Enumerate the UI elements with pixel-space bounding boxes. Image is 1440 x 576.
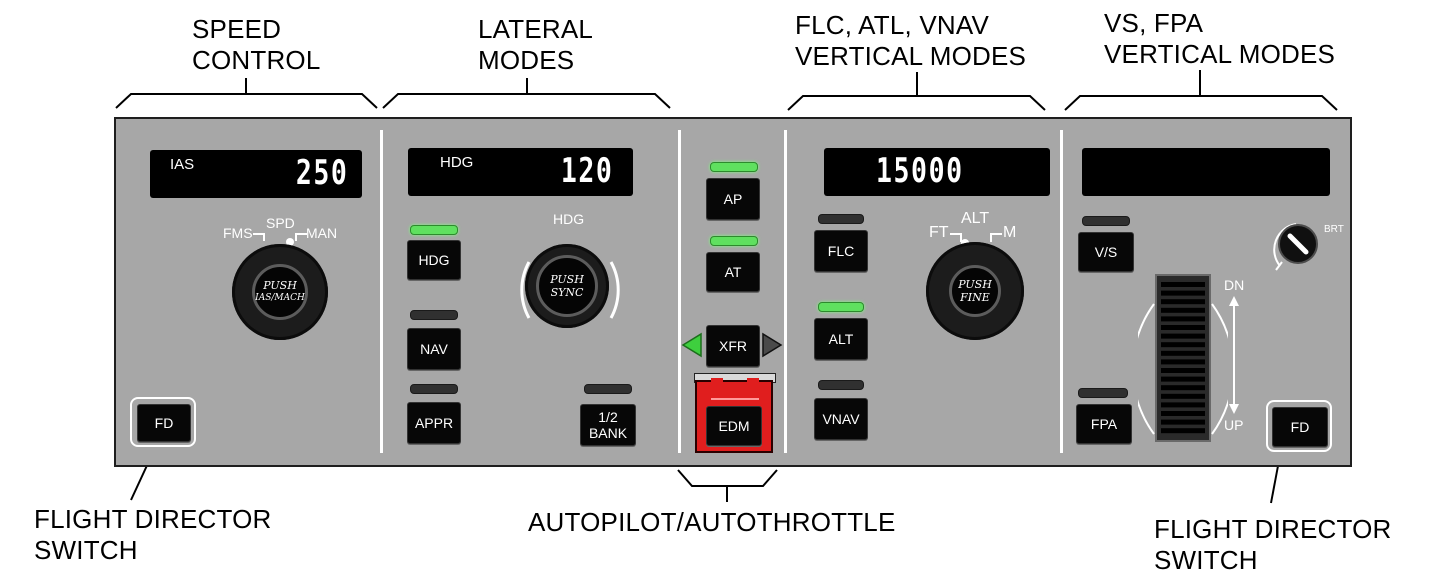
wheel-rib — [1161, 419, 1205, 425]
edm-guard-stripe — [711, 398, 759, 400]
hdg-button[interactable]: HDG — [407, 240, 461, 280]
alt-value: 15000 — [876, 151, 964, 191]
at-button[interactable]: AT — [706, 252, 760, 292]
man-label: MAN — [306, 225, 338, 241]
hdg-value: 120 — [560, 151, 613, 191]
alt-button[interactable]: ALT — [814, 318, 868, 360]
lateral-modes-callout: LATERAL MODES — [478, 14, 594, 75]
wheel-rib — [1161, 333, 1205, 339]
brt-knob-icon[interactable] — [1268, 220, 1328, 276]
wheel-rib — [1161, 393, 1205, 399]
vnav-indicator — [818, 380, 864, 390]
appr-button[interactable]: APPR — [407, 402, 461, 444]
divider-1 — [380, 130, 383, 453]
speed-bracket — [115, 93, 378, 109]
fms-label: FMS — [223, 225, 253, 241]
ap-at-callout: AUTOPILOT/AUTOTHROTTLE — [528, 507, 896, 537]
divider-3 — [784, 130, 787, 453]
edm-button[interactable]: EDM — [706, 406, 762, 446]
wheel-rib — [1161, 325, 1205, 330]
fd-right-button[interactable]: FD — [1272, 407, 1328, 447]
fd-right-callout: FLIGHT DIRECTOR SWITCH — [1154, 514, 1392, 575]
wheel-rib — [1161, 376, 1205, 382]
alt-knob-center[interactable]: PUSH FINE — [949, 265, 1001, 317]
fpa-button[interactable]: FPA — [1076, 404, 1132, 444]
vs-indicator — [1082, 216, 1130, 226]
ap-bracket — [677, 469, 778, 487]
ias-value: 250 — [295, 153, 348, 193]
wheel-dn-label: DN — [1224, 277, 1245, 293]
wheel-rib — [1161, 299, 1205, 305]
brt-label: BRT — [1324, 224, 1344, 235]
wheel-rib — [1161, 411, 1205, 416]
xfr-right-arrow-icon — [762, 332, 783, 358]
half-bank-button[interactable]: 1/2 BANK — [580, 404, 636, 446]
fd-left-button[interactable]: FD — [137, 404, 191, 442]
fd-left-frame — [130, 397, 196, 447]
wheel-rib — [1161, 359, 1205, 365]
ias-label: IAS — [170, 156, 195, 173]
alt-display — [824, 148, 1050, 196]
xfr-left-arrow-icon — [681, 332, 702, 358]
hdg-indicator — [410, 225, 458, 235]
nav-button[interactable]: NAV — [407, 328, 461, 370]
ias-mach-knob[interactable]: PUSH IAS/MACH — [232, 244, 328, 340]
fd-right-frame — [1266, 400, 1332, 452]
divider-4 — [1060, 130, 1063, 453]
flc-indicator — [818, 214, 864, 224]
wheel-rib — [1161, 282, 1205, 287]
wheel-rib — [1161, 428, 1205, 434]
vs-display — [1082, 148, 1330, 196]
fpa-indicator — [1078, 388, 1128, 398]
vnav-button[interactable]: VNAV — [814, 398, 868, 440]
wheel-rib — [1161, 342, 1205, 348]
edm-guard-tab-right — [747, 378, 759, 390]
wheel-up-label: UP — [1224, 417, 1244, 433]
wheel-direction-arrow-icon — [1229, 296, 1239, 414]
flc-modes-callout: FLC, ATL, VNAV VERTICAL MODES — [795, 10, 1027, 71]
ft-label: FT — [929, 224, 949, 241]
fd-left-callout: FLIGHT DIRECTOR SWITCH — [34, 504, 272, 565]
wheel-rib — [1161, 350, 1205, 356]
xfr-button[interactable]: XFR — [706, 325, 760, 367]
wheel-rib — [1161, 307, 1205, 313]
ias-mach-knob-center[interactable]: PUSH IAS/MACH — [252, 264, 308, 320]
alt-selector-label: ALT — [961, 210, 990, 227]
hdg-disp-label: HDG — [440, 154, 474, 171]
lateral-bracket — [382, 93, 671, 109]
bank-indicator — [584, 384, 632, 394]
divider-2 — [678, 130, 681, 453]
vs-button[interactable]: V/S — [1078, 232, 1134, 272]
vs-wheel[interactable] — [1155, 274, 1211, 442]
vs-bracket — [1064, 95, 1338, 111]
wheel-rib — [1161, 368, 1205, 373]
at-indicator — [710, 236, 758, 246]
wheel-rib — [1161, 290, 1205, 296]
speed-control-callout: SPEED CONTROL — [192, 14, 321, 75]
flc-bracket — [787, 95, 1046, 111]
wheel-rib — [1161, 402, 1205, 408]
flc-button[interactable]: FLC — [814, 230, 868, 272]
appr-indicator — [410, 384, 458, 394]
m-label: M — [1003, 224, 1017, 241]
alt-indicator — [818, 302, 864, 312]
hdg-knob-center[interactable]: PUSH SYNC — [536, 255, 598, 317]
ap-button[interactable]: AP — [706, 178, 760, 220]
nav-indicator — [410, 310, 458, 320]
vs-modes-callout: VS, FPA VERTICAL MODES — [1104, 8, 1336, 69]
ias-display — [150, 150, 362, 198]
hdg-knob-arcs — [520, 261, 620, 319]
hdg-knob-label: HDG — [553, 211, 585, 227]
vs-wheel-arcs — [1138, 303, 1228, 435]
wheel-rib — [1161, 385, 1205, 391]
hdg-display — [408, 148, 633, 196]
ap-indicator — [710, 162, 758, 172]
xfr-arrows — [681, 332, 783, 358]
alt-knob[interactable]: PUSH FINE — [926, 242, 1024, 340]
spd-label: SPD — [266, 215, 295, 231]
edm-guard-tab-left — [711, 378, 723, 390]
wheel-rib — [1161, 316, 1205, 322]
hdg-knob[interactable]: PUSH SYNC — [525, 244, 609, 328]
